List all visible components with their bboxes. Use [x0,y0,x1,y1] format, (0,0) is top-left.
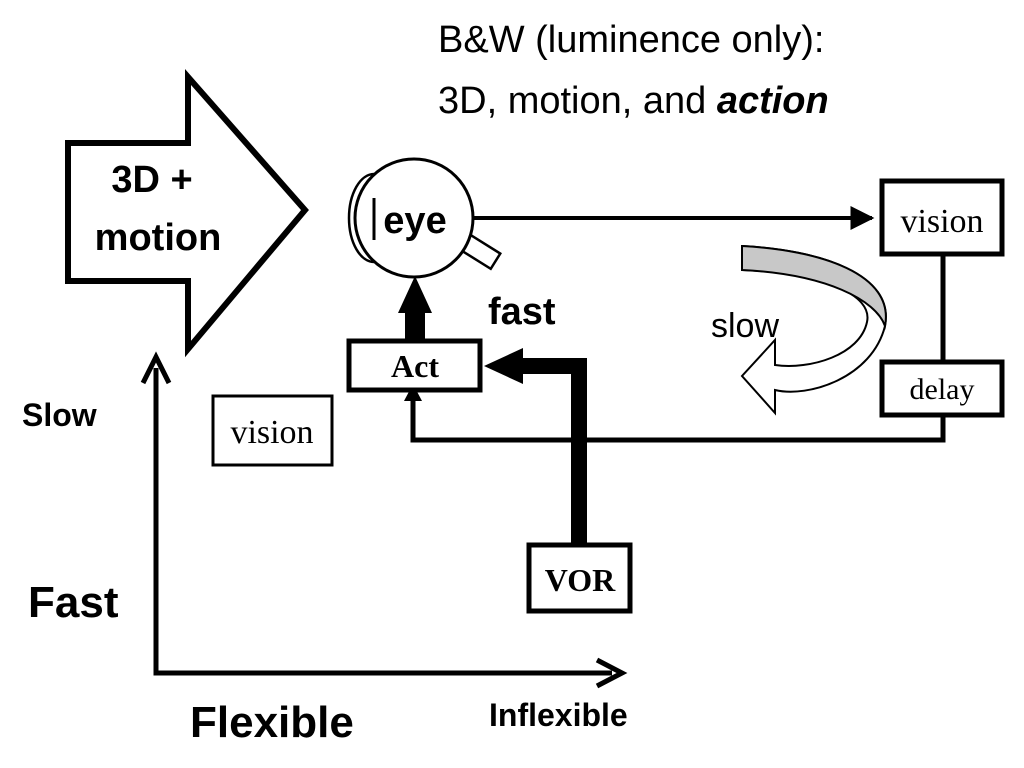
vor-node [526,542,633,614]
x-axis-left-label: Flexible [190,698,354,747]
vision-node-right-label: vision [900,203,983,240]
delay-node-label: delay [910,373,975,406]
fast-path-label: fast [488,291,556,333]
vor-to-act-connector [521,358,587,543]
eye-label: eye [383,200,446,242]
block-arrow-line1: 3D + [111,159,192,201]
act-to-eye-shaft [405,312,425,341]
y-axis-arrowhead [140,351,172,385]
3d-motion-block-arrow [65,69,309,358]
axes-lines [153,368,612,676]
vision-node-left [211,394,334,467]
title-line1: B&W (luminence only): [438,19,824,61]
delay-to-act-feedback-line [410,399,946,443]
title-line2-emphasis: action [717,80,829,122]
vor-node-label: VOR [545,562,616,598]
block-arrow-line2: motion [95,217,222,259]
vor-to-act-arrowhead [484,348,523,384]
title-line2: 3D, motion, and action [438,80,829,122]
act-to-eye-arrowhead [398,276,432,313]
y-axis-top-label: Slow [22,397,97,433]
x-axis-right-label: Inflexible [489,697,628,733]
act-node-label: Act [391,348,439,384]
title-line2-prefix: 3D, motion, and [438,80,717,122]
x-axis-arrowhead [595,657,628,689]
vision-node-left-label: vision [230,414,313,451]
slow-path-label: slow [711,307,779,345]
slow-curved-arrow-shading [741,244,887,330]
y-axis-bottom-label: Fast [28,578,119,627]
delay-node [879,359,1005,418]
